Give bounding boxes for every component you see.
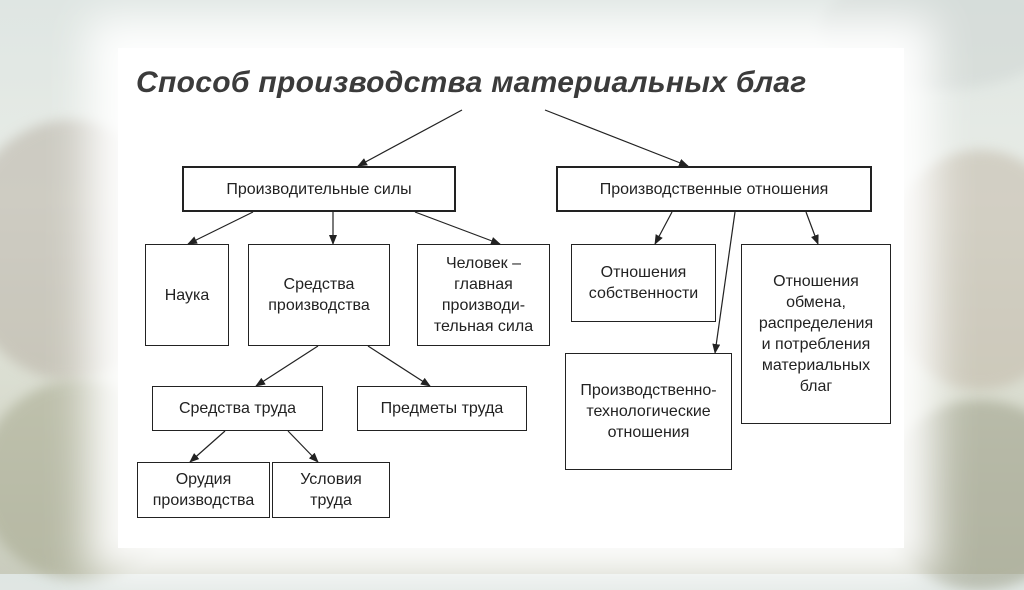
node-production-relations: Производственные отношения bbox=[556, 166, 872, 212]
arrow-means-to-labor-means bbox=[255, 345, 319, 387]
node-means-of-production: Средства производства bbox=[248, 244, 390, 346]
node-productive-forces: Производительные силы bbox=[182, 166, 456, 212]
arrow-forces-to-science bbox=[187, 211, 254, 245]
diagram-title: Способ производства материальных благ bbox=[136, 66, 807, 99]
arrow-title-to-forces bbox=[357, 109, 463, 167]
node-means-of-labor: Средства труда bbox=[152, 386, 323, 431]
arrow-labor-means-to-tools bbox=[189, 430, 226, 463]
connector-arrows bbox=[187, 109, 819, 463]
arrow-relations-to-exchange bbox=[805, 211, 819, 245]
node-science: Наука bbox=[145, 244, 229, 346]
arrow-relations-to-tech bbox=[712, 211, 736, 354]
node-tech-relations: Производственно- технологические отношен… bbox=[565, 353, 732, 470]
arrow-forces-to-human bbox=[414, 211, 501, 245]
arrow-means-to-objects bbox=[367, 345, 431, 387]
arrow-title-to-relations bbox=[544, 109, 689, 167]
node-conditions: Условия труда bbox=[272, 462, 390, 518]
node-human: Человек – главная производи- тельная сил… bbox=[417, 244, 550, 346]
arrow-relations-to-property bbox=[654, 211, 673, 245]
node-objects-of-labor: Предметы труда bbox=[357, 386, 527, 431]
node-tools: Орудия производства bbox=[137, 462, 270, 518]
node-exchange-relations: Отношения обмена, распределения и потреб… bbox=[741, 244, 891, 424]
node-property-relations: Отношения собственности bbox=[571, 244, 716, 322]
arrow-labor-means-to-conditions bbox=[287, 430, 319, 463]
